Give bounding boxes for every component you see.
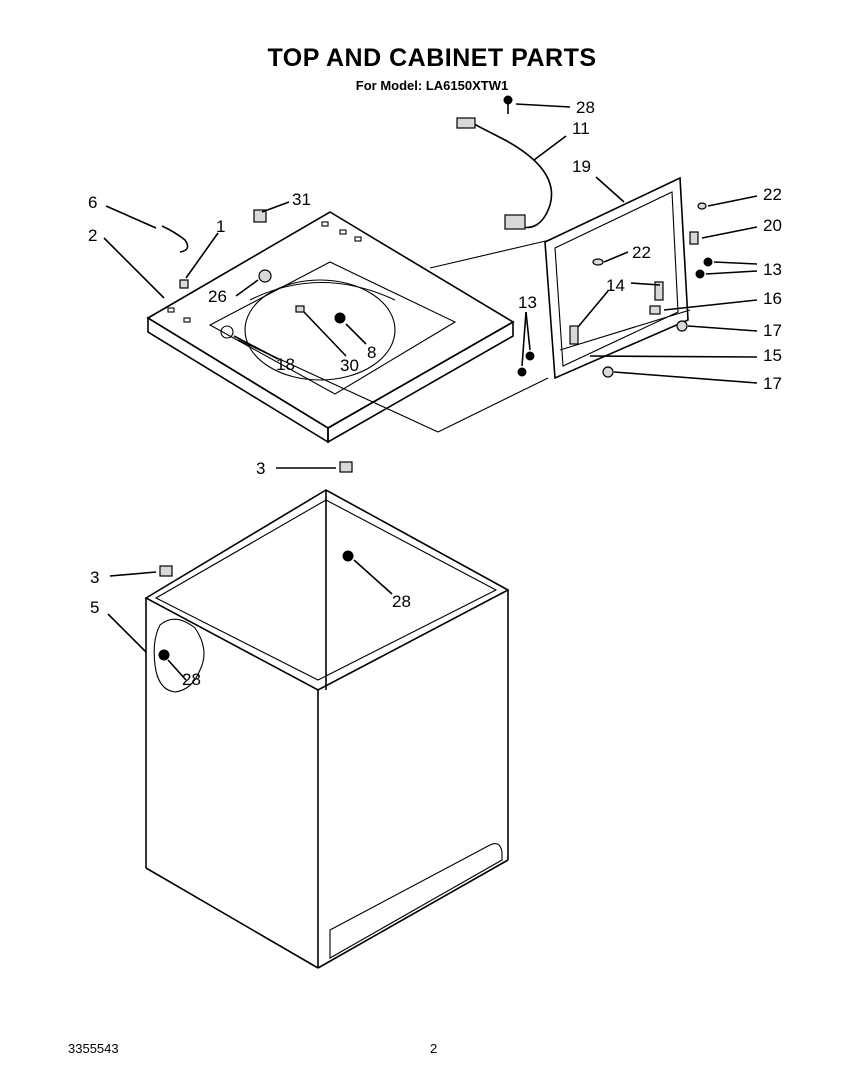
small-parts [158,95,713,661]
callout-28-cabinet: 28 [392,592,411,611]
callout-6: 6 [88,193,97,212]
document-number: 3355543 [68,1041,119,1056]
lid-frame [544,176,691,380]
model-subtitle: For Model: LA6150XTW1 [355,78,509,93]
callout-labels: 28 11 19 22 20 22 13 14 16 13 17 15 17 6… [88,98,782,689]
callout-11: 11 [572,119,590,138]
callout-30: 30 [340,356,359,375]
page-number: 2 [430,1041,438,1056]
callout-20: 20 [763,216,782,235]
callout-14: 14 [606,276,625,295]
callout-13-right: 13 [763,260,782,279]
callout-18: 18 [276,355,295,374]
top-panel [146,211,551,444]
callout-8: 8 [367,343,376,362]
callout-22-inner: 22 [632,243,651,262]
callout-17-lower: 17 [763,374,782,393]
page-title: TOP AND CABINET PARTS [267,44,597,72]
callout-2: 2 [88,226,97,245]
callout-19: 19 [572,157,591,176]
callout-31: 31 [292,190,311,209]
callout-26: 26 [208,287,227,306]
callout-5: 5 [90,598,99,617]
callout-15: 15 [763,346,782,365]
callout-3-lower: 3 [90,568,99,587]
callout-16: 16 [763,289,782,308]
callout-28-top: 28 [576,98,595,117]
callout-1: 1 [216,217,225,236]
callout-3-upper: 3 [256,459,265,478]
leader-lines [103,103,758,681]
callout-17-upper: 17 [763,321,782,340]
callout-13-left: 13 [518,293,537,312]
lid-switch-harness [456,117,553,230]
callout-22-right: 22 [763,185,782,204]
callout-28-cutaway: 28 [182,670,201,689]
cabinet [144,489,510,969]
